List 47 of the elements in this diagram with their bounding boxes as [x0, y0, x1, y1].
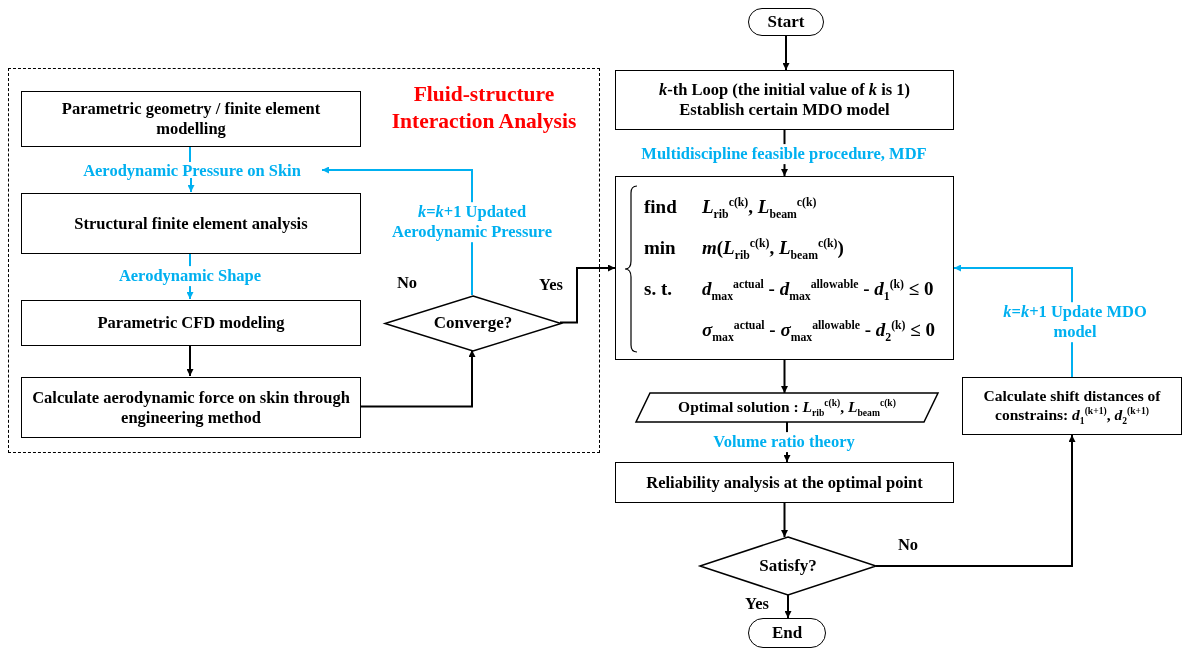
arrow [782, 35, 790, 71]
decision-label: Converge? [433, 313, 513, 334]
branch-label: Yes [745, 594, 769, 614]
branch-label: Yes [539, 275, 563, 295]
box-label: Calculate aerodynamic force on skin through engineering method [31, 387, 351, 428]
formula-line: find [644, 196, 677, 219]
terminal-label: Start [767, 11, 805, 33]
terminal-pill [748, 618, 826, 648]
group-title: Fluid-structure Interaction Analysis [390, 81, 578, 135]
edge-label: Volume ratio theory [711, 432, 857, 452]
process-box [615, 70, 954, 130]
formula-line: σ$_{max}$$^{actual}$ - σ$_{max}$$^{allowable}$ - d$_{2}$$^{(k)}$ ≤ 0 [702, 319, 935, 342]
process-box [615, 462, 954, 503]
arrow [875, 434, 1076, 567]
arrow [187, 177, 195, 193]
terminal-label: End [771, 622, 803, 644]
process-box [21, 91, 361, 147]
box-label: Structural finite element analysis [73, 213, 309, 234]
branch-label: No [897, 535, 919, 555]
process-box [962, 377, 1182, 435]
box-label: Parametric CFD modeling [96, 313, 286, 333]
formula-line: min [644, 237, 676, 260]
arrow [781, 502, 788, 538]
arrow [359, 349, 476, 408]
box-label: k-th Loop (the initial value of k is 1) [657, 80, 912, 100]
branch-label: No [396, 273, 418, 293]
process-box [21, 193, 361, 254]
optimization-box [615, 176, 954, 360]
box-label: Establish certain MDO model [678, 100, 891, 120]
edge-label: Multidiscipline feasible procedure, MDF [639, 144, 929, 164]
process-box [21, 377, 361, 438]
box-label: Parametric geometry / finite element modelling [60, 99, 322, 139]
formula-line: s. t. [644, 278, 672, 301]
arrow [781, 359, 788, 394]
formula-line: m(L$_{rib}$$^{c(k)}$, L$_{beam}$$^{c(k)}$) [702, 237, 844, 260]
group-box [8, 68, 600, 453]
arrow [559, 264, 616, 324]
formula-line: d$_{max}$$^{actual}$ - d$_{max}$$^{allowable}$ - d$_{1}$$^{(k)}$ ≤ 0 [702, 278, 934, 301]
flow-label: Aerodynamic Pressure on Skin [83, 161, 301, 181]
decision-label: Satisfy? [759, 555, 817, 577]
terminal-pill [748, 8, 824, 36]
box-label: Reliability analysis at the optimal point [645, 472, 924, 493]
edge-label: Aerodynamic Shape [116, 266, 264, 286]
arrow [186, 344, 194, 377]
connector-line [189, 145, 191, 163]
process-box [21, 300, 361, 346]
arrow [784, 594, 792, 619]
